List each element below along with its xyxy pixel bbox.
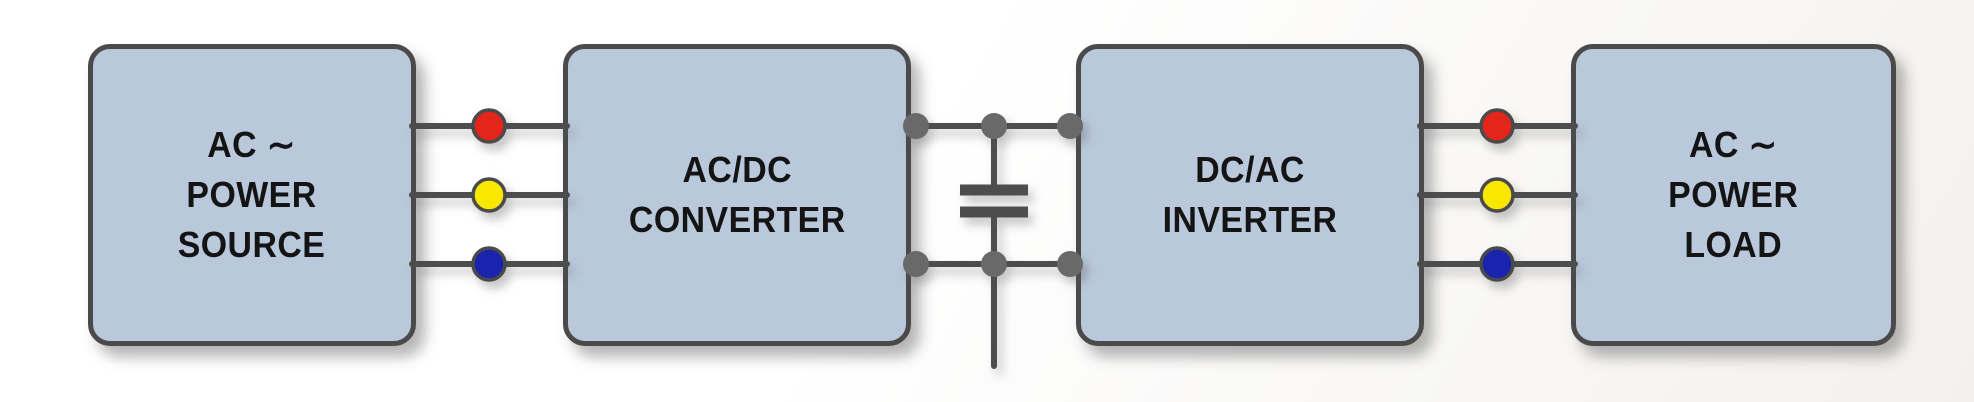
block-label-line: SOURCE <box>178 223 326 265</box>
block-label-line: CONVERTER <box>628 199 846 240</box>
block-label-line: AC ∼ <box>1689 124 1778 166</box>
phase-dot-blue-right <box>1479 246 1515 282</box>
block-label-line: DC/AC <box>1195 149 1305 191</box>
block-label-line: LOAD <box>1684 223 1783 265</box>
phase-dot-red-right <box>1479 108 1515 144</box>
phase-dot-yellow-left <box>471 177 507 213</box>
block-label-line: POWER <box>186 174 318 216</box>
block-ac-power-source: AC ∼ POWER SOURCE <box>88 44 416 346</box>
block-label-line: AC/DC <box>682 149 792 191</box>
junction-dot <box>1057 251 1083 277</box>
junction-dot <box>981 113 1007 139</box>
junction-dot <box>903 113 929 139</box>
junction-dot <box>903 251 929 277</box>
phase-dot-blue-left <box>471 246 507 282</box>
junction-dot <box>1057 113 1083 139</box>
block-ac-power-load: AC ∼ POWER LOAD <box>1571 44 1896 346</box>
block-label-line: POWER <box>1668 174 1799 216</box>
phase-dot-red-left <box>471 108 507 144</box>
block-label: AC ∼ POWER SOURCE <box>178 120 326 269</box>
junction-dot <box>981 251 1007 277</box>
block-label: AC ∼ POWER LOAD <box>1668 120 1798 269</box>
block-label-line: INVERTER <box>1162 199 1338 240</box>
phase-dot-yellow-right <box>1479 177 1515 213</box>
block-label-line: AC ∼ <box>207 124 297 166</box>
block-label: AC/DC CONVERTER <box>629 145 846 244</box>
block-dc-ac-inverter: DC/AC INVERTER <box>1076 44 1424 346</box>
block-label: DC/AC INVERTER <box>1163 145 1338 244</box>
